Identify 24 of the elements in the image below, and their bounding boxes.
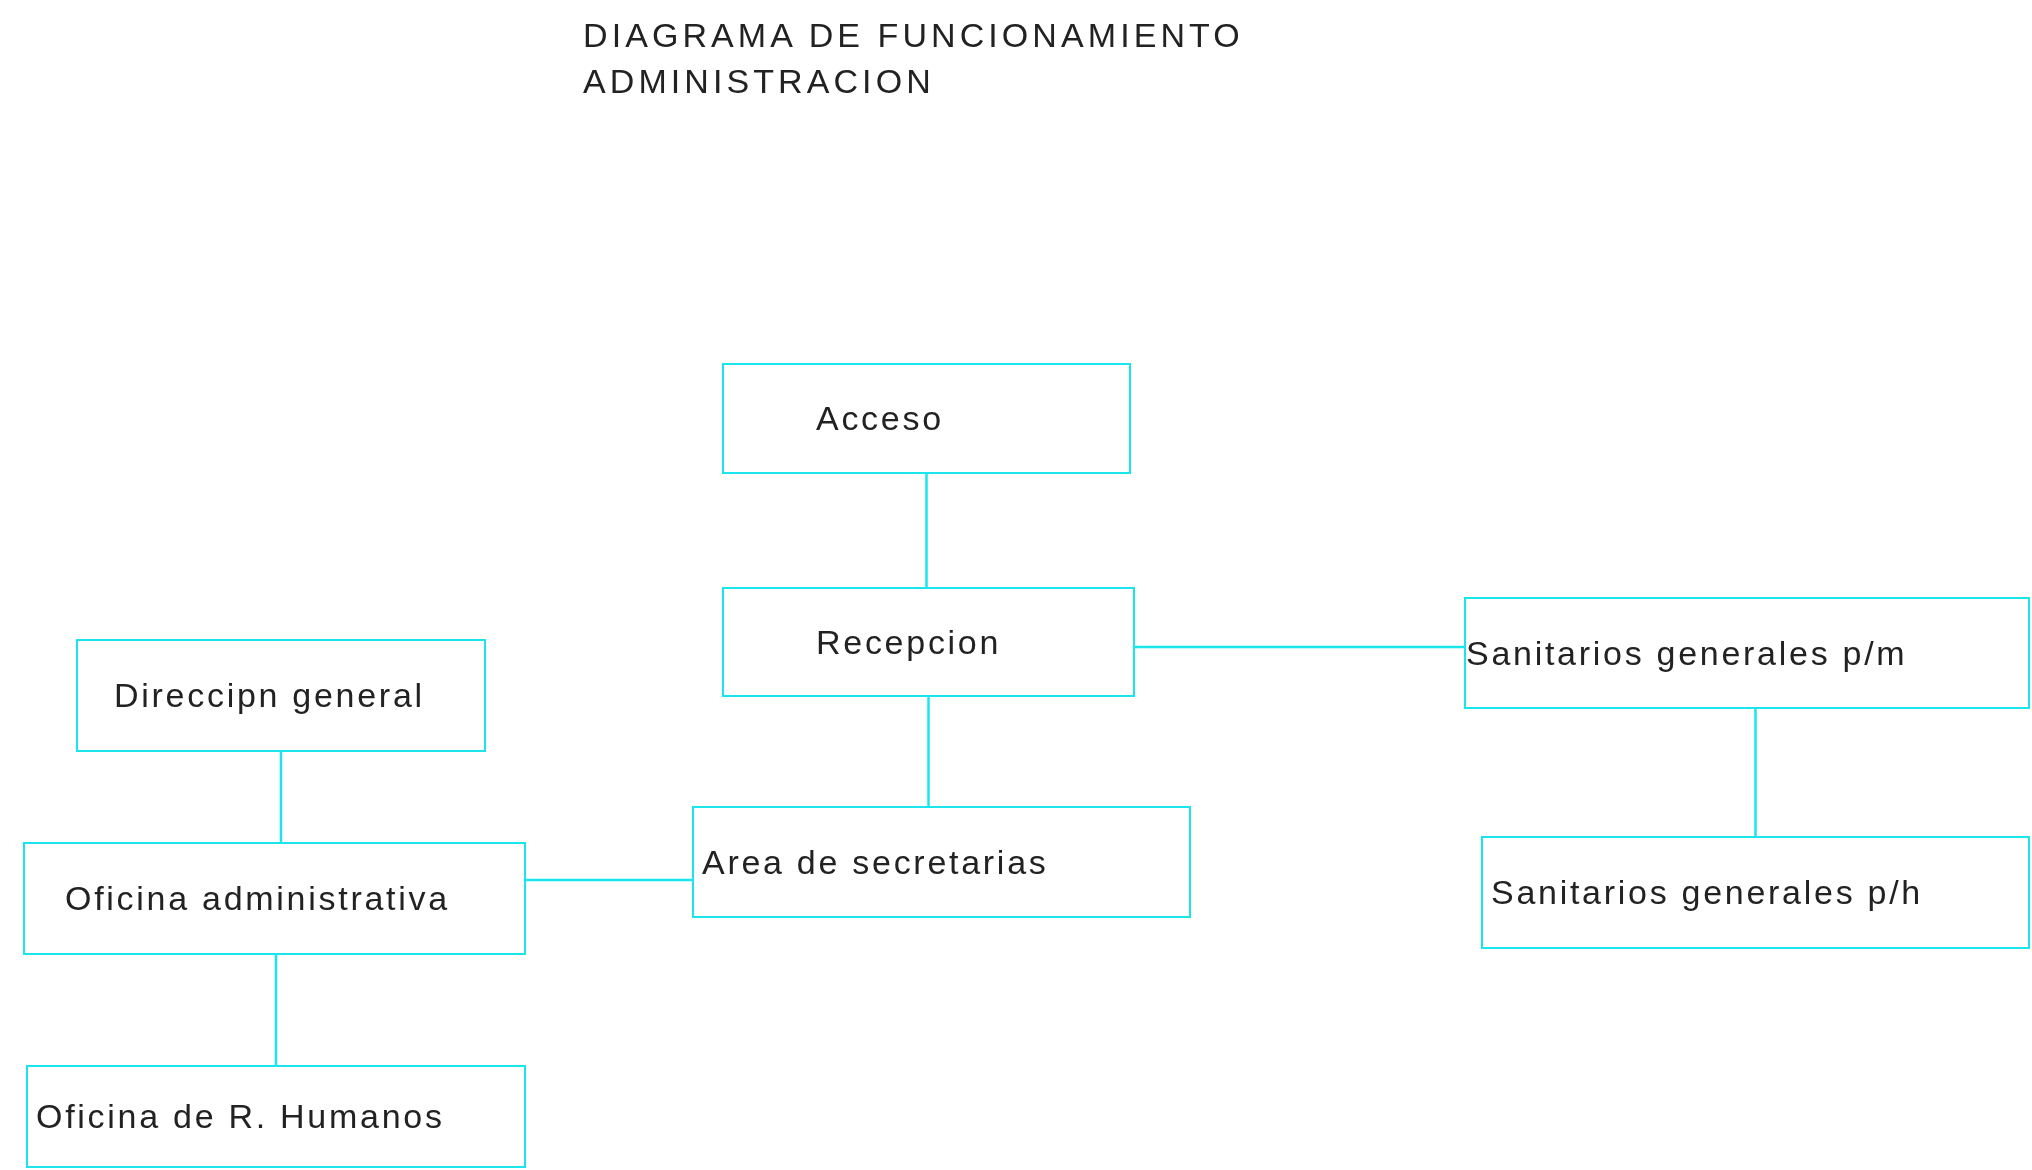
room-label: Oficina administrativa [65, 878, 450, 919]
room-label: Acceso [816, 398, 944, 439]
connector-line [279, 752, 283, 842]
diagram-title: DIAGRAMA DE FUNCIONAMIENTO ADMINISTRACION [583, 15, 1245, 102]
connector-line [1135, 645, 1464, 649]
connector-line [526, 878, 692, 882]
connector-line [925, 474, 928, 587]
connector-line [1754, 709, 1757, 836]
room-label: Area de secretarias [702, 841, 1049, 883]
room-box [692, 806, 1191, 918]
room-box [722, 363, 1131, 474]
room-label: Oficina de R. Humanos [36, 1096, 445, 1137]
room-box [1464, 597, 2030, 709]
room-label: Direccipn general [114, 675, 425, 716]
connector-line [274, 955, 278, 1065]
room-box [76, 639, 486, 752]
room-label: Sanitarios generales p/h [1491, 872, 1923, 913]
room-box [1481, 836, 2030, 949]
connector-line [927, 697, 930, 806]
room-label: Recepcion [816, 621, 1002, 663]
room-box [23, 842, 526, 955]
room-label: Sanitarios generales p/m [1466, 632, 1908, 674]
room-box [722, 587, 1135, 697]
room-box [26, 1065, 526, 1168]
